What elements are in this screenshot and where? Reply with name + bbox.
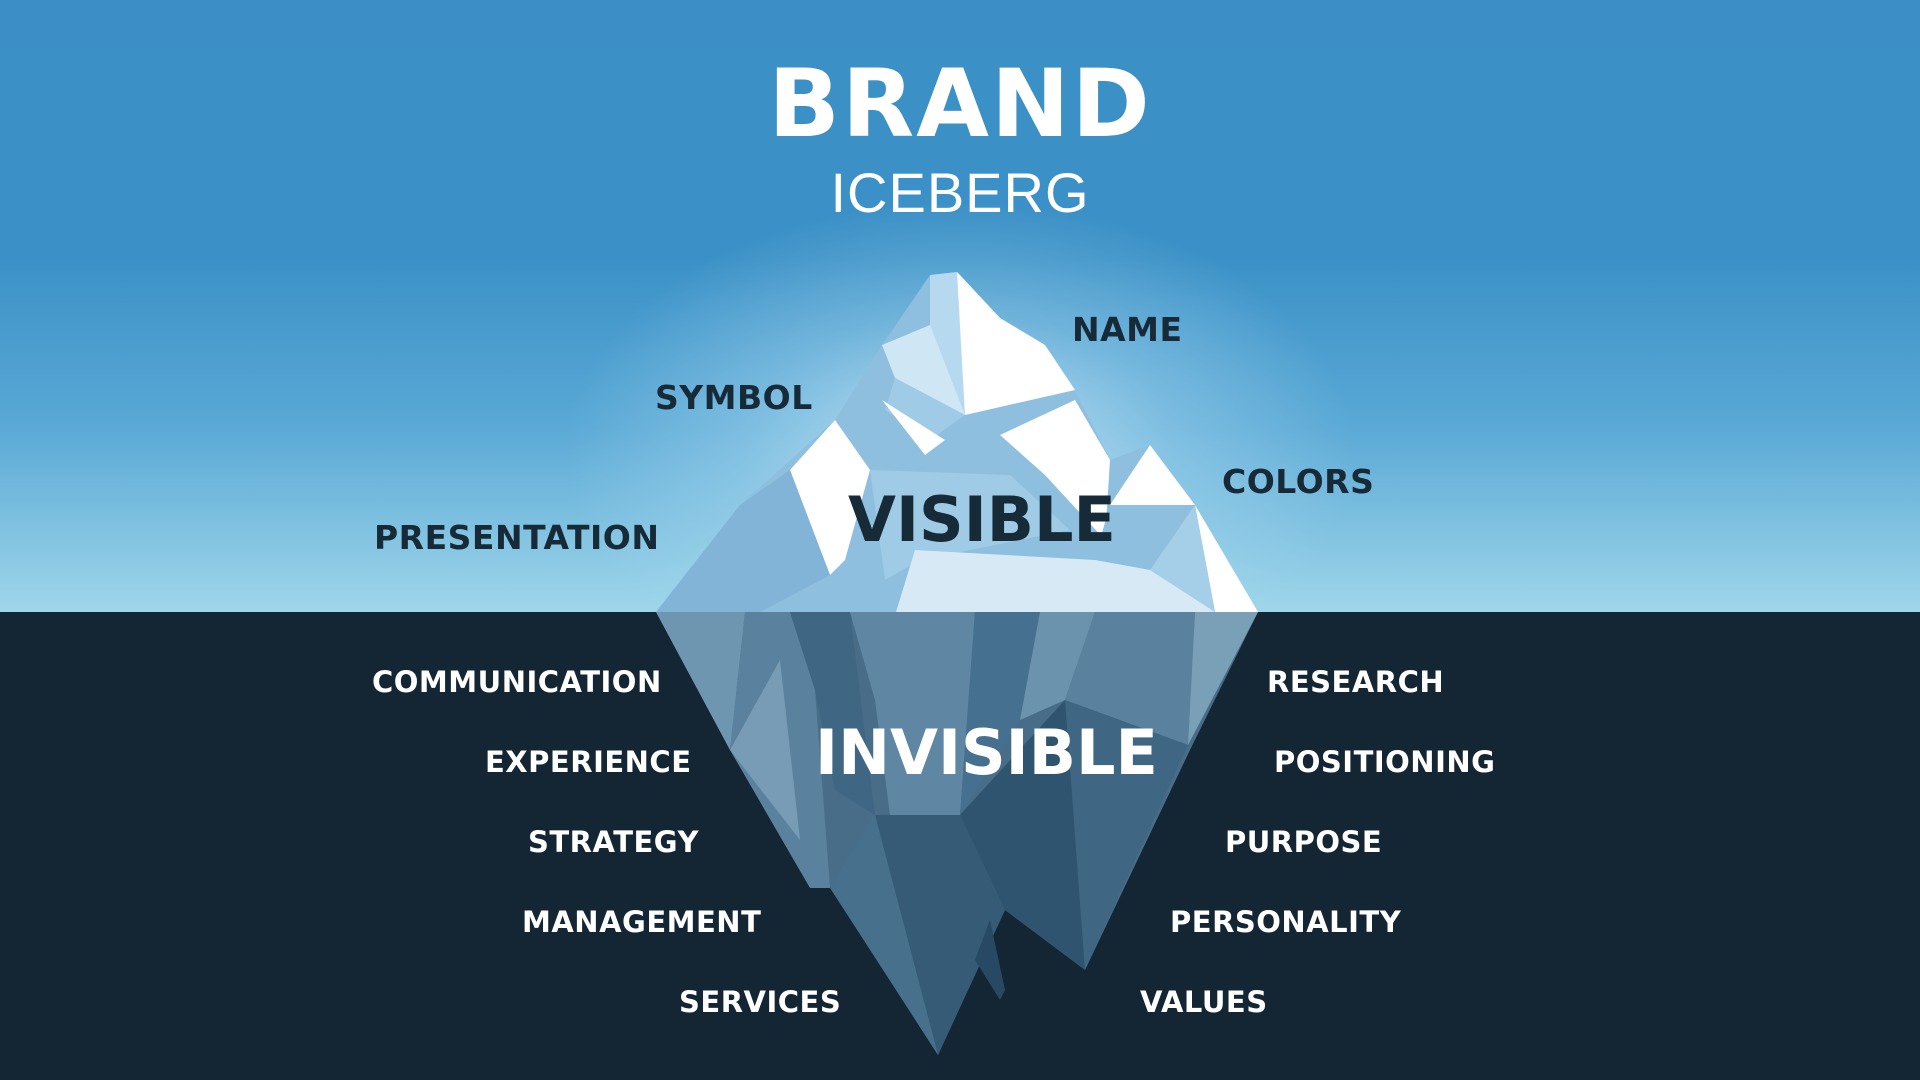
- label-name: NAME: [1072, 310, 1183, 349]
- iceberg-underwater: [656, 612, 1258, 1055]
- label-colors: COLORS: [1222, 462, 1375, 501]
- label-communication: COMMUNICATION: [372, 665, 662, 699]
- label-positioning: POSITIONING: [1274, 745, 1496, 779]
- label-symbol: SYMBOL: [655, 378, 813, 417]
- label-strategy: STRATEGY: [528, 825, 699, 859]
- visible-heading: VISIBLE: [848, 483, 1116, 556]
- label-presentation: PRESENTATION: [374, 518, 660, 557]
- label-management: MANAGEMENT: [522, 905, 762, 939]
- label-services: SERVICES: [679, 985, 842, 1019]
- iceberg-above-water: [656, 272, 1258, 612]
- label-values: VALUES: [1140, 985, 1268, 1019]
- label-experience: EXPERIENCE: [485, 745, 692, 779]
- invisible-heading: INVISIBLE: [815, 716, 1158, 789]
- label-purpose: PURPOSE: [1225, 825, 1383, 859]
- label-research: RESEARCH: [1267, 665, 1445, 699]
- label-personality: PERSONALITY: [1170, 905, 1402, 939]
- diagram-subtitle: ICEBERG: [830, 161, 1090, 224]
- diagram-title: BRAND: [768, 50, 1152, 159]
